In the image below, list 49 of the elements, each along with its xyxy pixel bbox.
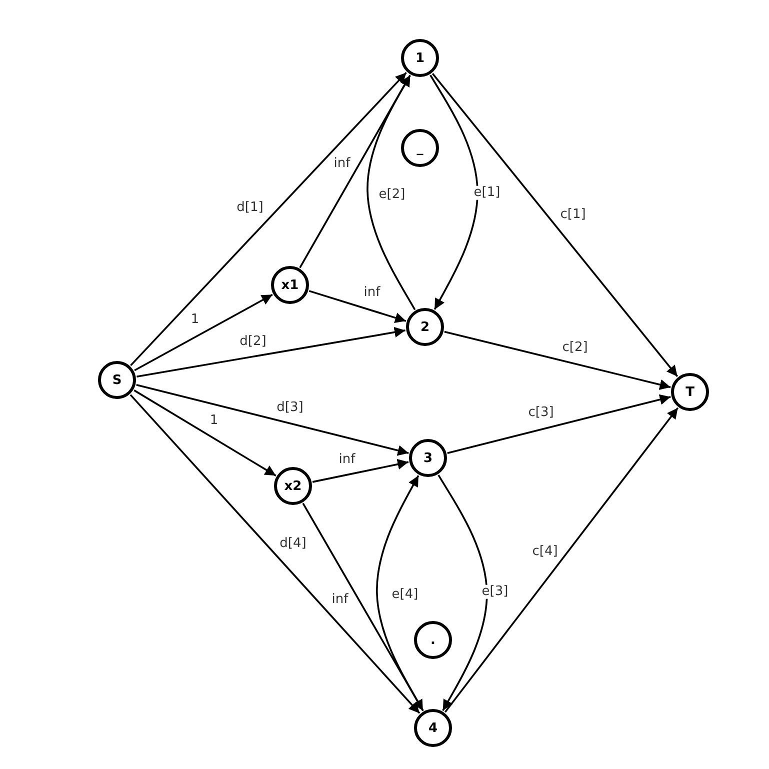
edge-label: e[1]: [472, 186, 502, 200]
arrow: [438, 474, 488, 712]
node-label: 2: [420, 320, 430, 334]
edge-label: c[2]: [561, 340, 589, 356]
edge-label: c[3]: [527, 406, 555, 420]
edge-label: c[1]: [559, 208, 587, 222]
node-label: x1: [281, 278, 299, 292]
arrow: [136, 384, 409, 456]
edge-label: d[4]: [278, 536, 308, 552]
edge-label: e[2]: [378, 188, 406, 202]
arrow: [134, 390, 276, 476]
node-label: 4: [428, 722, 438, 734]
edge-label: d[3]: [276, 400, 304, 416]
arrow: [312, 458, 409, 483]
graph-node: [98, 361, 136, 399]
graph-node: [671, 373, 709, 411]
edge-label: e[3]: [480, 584, 510, 600]
node-label: 1: [415, 52, 425, 64]
node-label: T: [686, 386, 694, 398]
arrow: [447, 394, 671, 454]
arrow: [430, 74, 478, 310]
arrow: [366, 74, 416, 310]
edge-label: e[4]: [390, 588, 420, 602]
graph-node: [414, 709, 452, 747]
arrow: [134, 294, 273, 372]
node-label: .: [430, 634, 436, 646]
graph-node: [401, 129, 439, 167]
arrow: [136, 326, 406, 378]
arrow: [130, 72, 407, 366]
graph-node: [406, 308, 444, 346]
graph-node: [401, 39, 439, 77]
graph-node: [414, 621, 452, 659]
edge-label: d[2]: [238, 334, 268, 350]
graph-node: [409, 439, 447, 477]
node-label: x2: [284, 480, 302, 492]
arrow: [444, 330, 671, 390]
edge-label: d[1]: [236, 200, 264, 216]
graph-node: [274, 467, 312, 505]
arrow: [302, 502, 424, 712]
arrow: [308, 290, 406, 323]
node-label: _: [416, 142, 424, 154]
arrow: [376, 475, 424, 712]
edge-label: c[4]: [531, 544, 559, 560]
arrow: [432, 72, 678, 378]
node-label: S: [112, 374, 122, 386]
arrow: [130, 394, 420, 714]
arrow: [444, 407, 679, 713]
graph-node: [271, 266, 309, 304]
node-label: 3: [423, 452, 433, 464]
